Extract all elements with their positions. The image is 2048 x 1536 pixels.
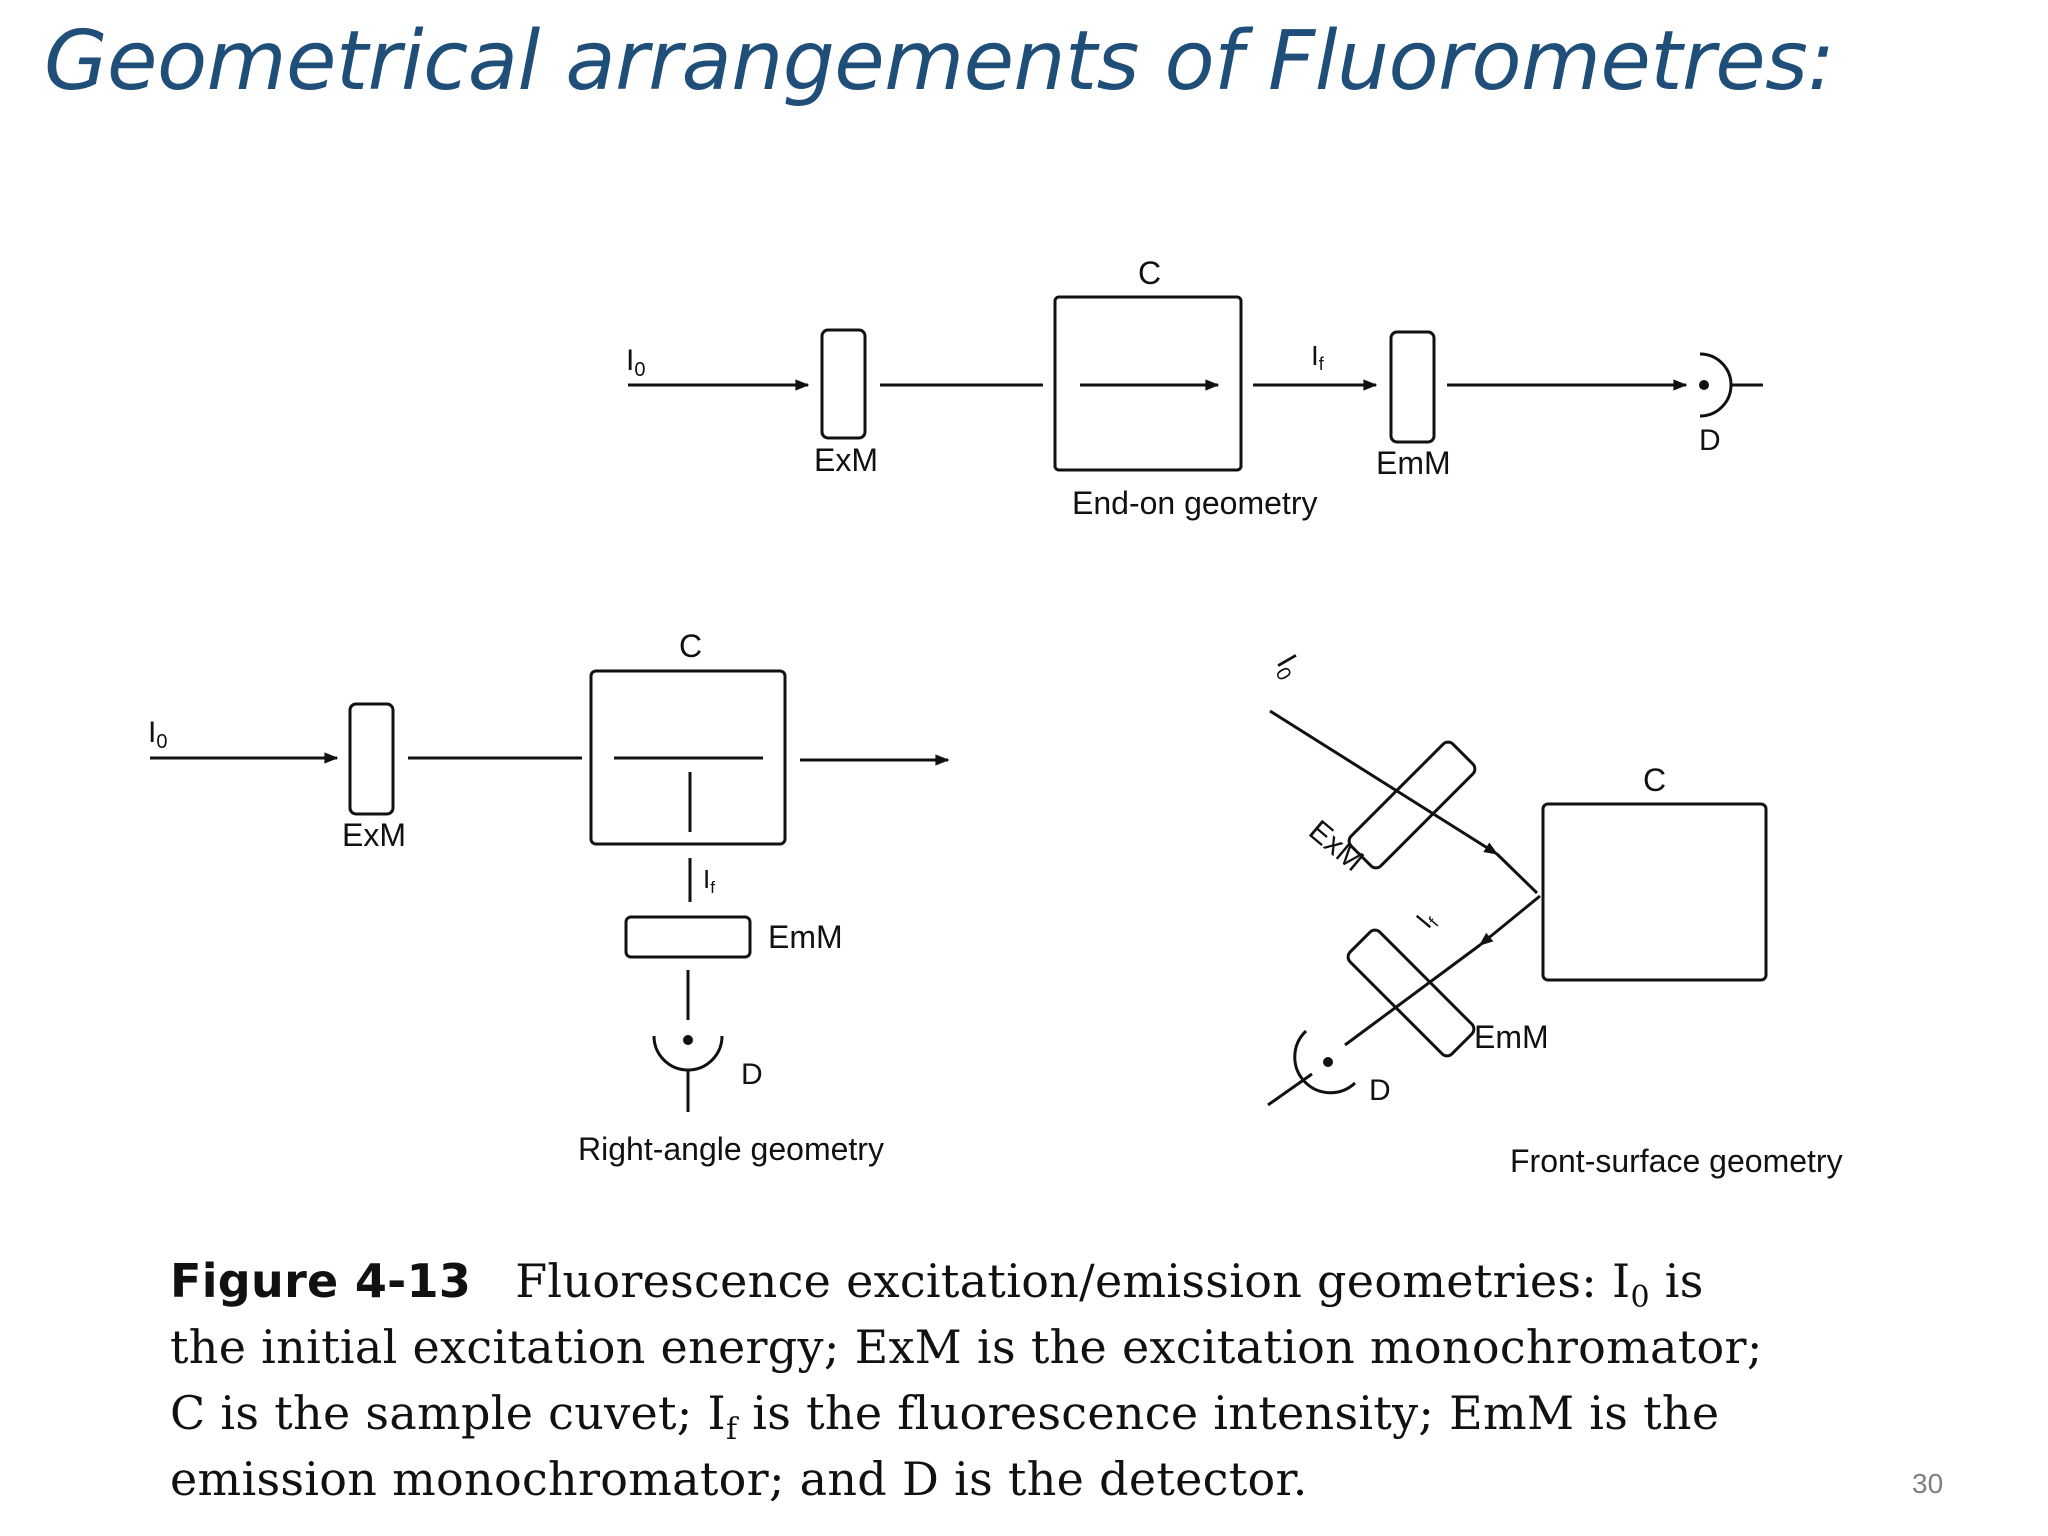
end-on-emm-box xyxy=(1389,330,1436,444)
front-surface-if-beam xyxy=(1478,894,1541,947)
end-on-cuvet xyxy=(1053,295,1243,472)
right-angle-emm-box xyxy=(624,915,752,959)
end-on-geometry xyxy=(628,295,1763,472)
front-surface-detector-icon xyxy=(1267,1029,1357,1107)
front-surface-d-label: D xyxy=(1369,1074,1391,1107)
right-angle-exm-label: ExM xyxy=(342,817,406,853)
front-surface-i0-beam-to-cuvet xyxy=(1495,852,1539,895)
right-angle-detector-icon xyxy=(652,1035,724,1112)
figure-label: Figure 4-13 xyxy=(170,1254,472,1308)
front-surface-c-label: C xyxy=(1643,762,1666,798)
front-surface-exm-label: ExM xyxy=(1303,814,1370,878)
end-on-exm-label: ExM xyxy=(814,442,878,478)
right-angle-geometry xyxy=(150,669,950,1112)
right-angle-emm-label: EmM xyxy=(768,919,843,955)
slide-title: Geometrical arrangements of Fluorometres… xyxy=(44,14,1835,109)
end-on-if-label: If xyxy=(1311,340,1325,374)
front-surface-exm-box xyxy=(1347,740,1477,870)
page-number: 30 xyxy=(1912,1468,1944,1499)
front-surface-i0-label: I0 xyxy=(1266,649,1308,684)
end-on-d-label: D xyxy=(1699,424,1721,457)
front-surface-i0-beam xyxy=(1269,709,1499,856)
right-angle-if-label: If xyxy=(703,864,715,897)
right-angle-c-label: C xyxy=(679,628,702,664)
front-surface-cuvet xyxy=(1541,802,1768,982)
end-on-i0-label: I0 xyxy=(626,344,645,381)
end-on-detector-icon xyxy=(1699,352,1763,418)
front-surface-emm-box xyxy=(1346,928,1476,1058)
end-on-c-label: C xyxy=(1138,255,1161,291)
figure-caption-line-3: C is the sample cuvet; If is the fluores… xyxy=(170,1386,1720,1448)
figure-caption-line-2: the initial excitation energy; ExM is th… xyxy=(170,1320,1763,1374)
right-angle-cuvet xyxy=(589,669,787,846)
front-surface-geometry xyxy=(1267,709,1768,1107)
end-on-caption: End-on geometry xyxy=(1072,485,1317,521)
front-surface-emm-label: EmM xyxy=(1474,1019,1549,1055)
end-on-emm-label: EmM xyxy=(1376,445,1451,481)
front-surface-caption: Front-surface geometry xyxy=(1510,1143,1843,1179)
right-angle-exm-box xyxy=(348,702,395,816)
end-on-exm-box xyxy=(820,328,867,440)
right-angle-d-label: D xyxy=(741,1058,763,1091)
front-surface-if-label: If xyxy=(1410,905,1443,936)
front-surface-beam-to-detector xyxy=(1344,943,1481,1047)
figure-caption-line-4: emission monochromator; and D is the det… xyxy=(170,1452,1308,1506)
right-angle-caption: Right-angle geometry xyxy=(578,1131,884,1167)
right-angle-i0-label: I0 xyxy=(148,716,167,753)
